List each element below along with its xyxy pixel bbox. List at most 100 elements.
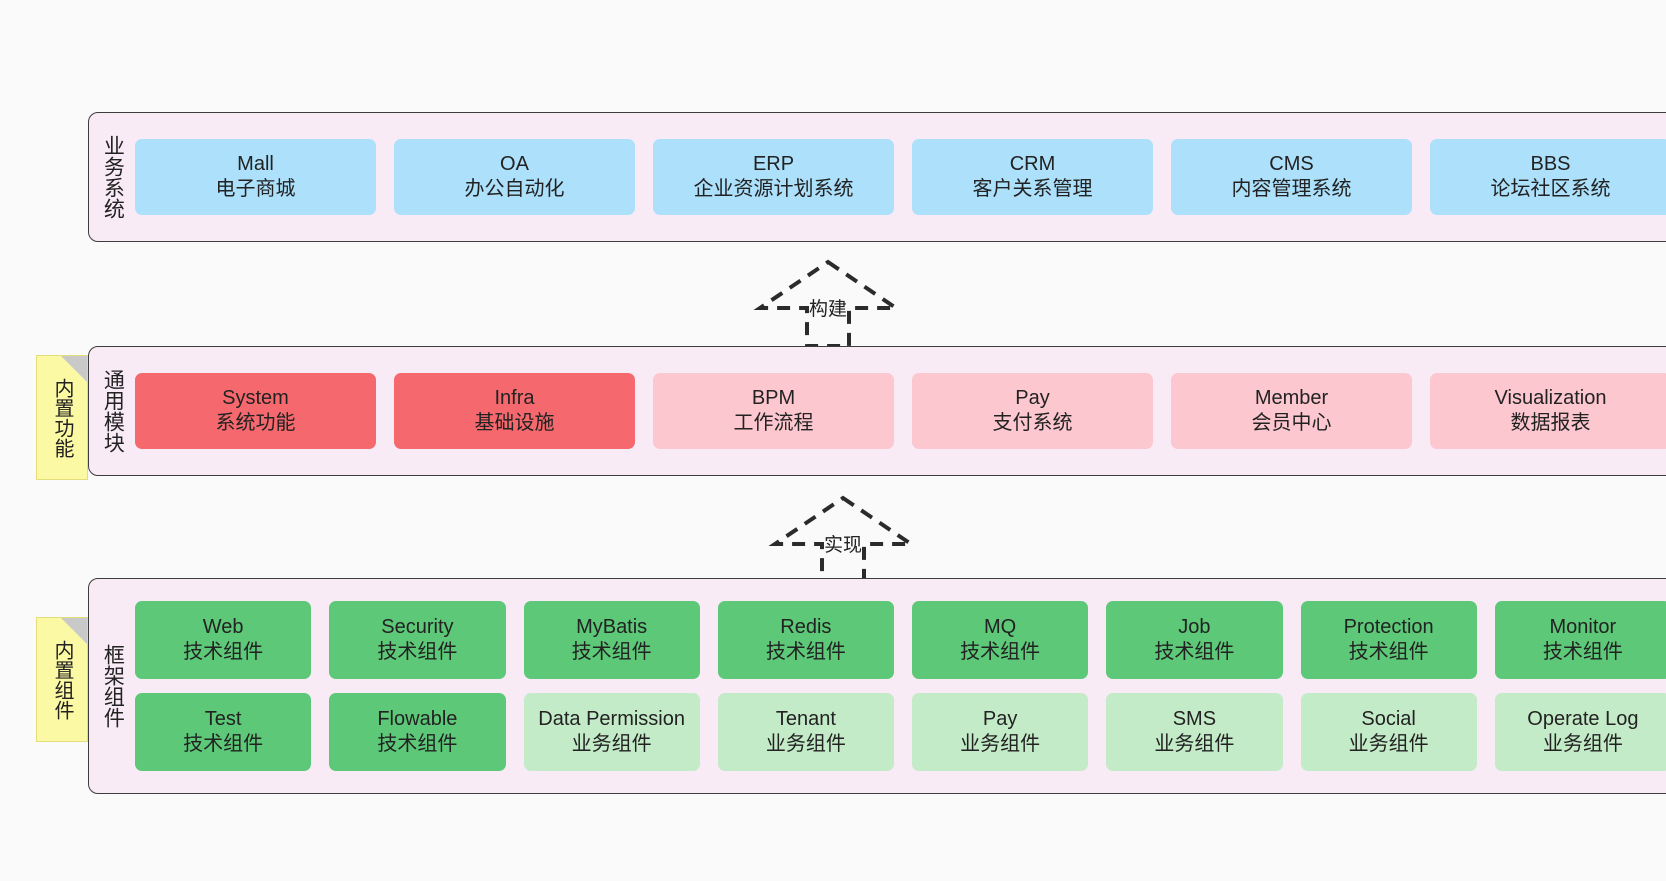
card-subtitle: 业务组件 — [960, 733, 1041, 755]
generalization-arrow-icon — [768, 495, 918, 584]
card-row-tech: Web 技术组件 Security 技术组件 MyBatis 技术组件 Redi… — [135, 601, 1666, 679]
card-subtitle: 会员中心 — [1251, 412, 1332, 434]
card-title: OA — [500, 153, 529, 175]
layer-body-common-modules: System 系统功能 Infra 基础设施 BPM 工作流程 Pay 支付系统… — [135, 347, 1666, 475]
card-title: Test — [204, 708, 242, 730]
card-subtitle: 内容管理系统 — [1231, 178, 1352, 200]
note-text: 内置功能 — [51, 377, 73, 458]
card-title: Monitor — [1549, 616, 1617, 638]
layer-label-framework-components: 框架组件 — [101, 644, 125, 728]
card-redis[interactable]: Redis 技术组件 — [717, 601, 894, 679]
card-title: Mall — [237, 153, 274, 175]
layer-label-common-modules: 通用模块 — [101, 369, 125, 453]
card-title: System — [222, 387, 289, 409]
card-subtitle: 技术组件 — [183, 733, 264, 755]
layer-business-systems: 业务系统 Mall 电子商城 OA 办公自动化 ERP 企业资源计划系统 CRM… — [88, 112, 1666, 242]
card-title: Tenant — [775, 708, 836, 730]
card-member[interactable]: Member 会员中心 — [1171, 373, 1412, 449]
card-subtitle: 基础设施 — [474, 412, 555, 434]
card-web[interactable]: Web 技术组件 — [135, 601, 312, 679]
card-subtitle: 技术组件 — [1154, 641, 1235, 663]
card-row: System 系统功能 Infra 基础设施 BPM 工作流程 Pay 支付系统… — [135, 373, 1666, 449]
card-bpm[interactable]: BPM 工作流程 — [653, 373, 894, 449]
card-sms[interactable]: SMS 业务组件 — [1106, 693, 1283, 771]
card-title: MyBatis — [576, 616, 648, 638]
layer-common-modules: 通用模块 System 系统功能 Infra 基础设施 BPM 工作流程 Pay… — [88, 346, 1666, 476]
card-title: Protection — [1343, 616, 1434, 638]
card-oa[interactable]: OA 办公自动化 — [394, 139, 635, 215]
card-title: Redis — [780, 616, 832, 638]
card-title: Operate Log — [1527, 708, 1639, 730]
card-mq[interactable]: MQ 技术组件 — [912, 601, 1089, 679]
connector-build-label: 构建 — [808, 299, 847, 320]
card-title: CMS — [1269, 153, 1314, 175]
card-subtitle: 客户关系管理 — [972, 178, 1093, 200]
layer-body-framework-components: Web 技术组件 Security 技术组件 MyBatis 技术组件 Redi… — [135, 579, 1666, 793]
card-mybatis[interactable]: MyBatis 技术组件 — [523, 601, 700, 679]
card-subtitle: 业务组件 — [765, 733, 846, 755]
card-subtitle: 技术组件 — [377, 733, 458, 755]
card-mall[interactable]: Mall 电子商城 — [135, 139, 376, 215]
card-visualization[interactable]: Visualization 数据报表 — [1430, 373, 1666, 449]
card-flowable[interactable]: Flowable 技术组件 — [329, 693, 506, 771]
card-subtitle: 技术组件 — [960, 641, 1041, 663]
card-social[interactable]: Social 业务组件 — [1300, 693, 1477, 771]
card-bbs[interactable]: BBS 论坛社区系统 — [1430, 139, 1666, 215]
card-protection[interactable]: Protection 技术组件 — [1300, 601, 1477, 679]
card-subtitle: 支付系统 — [992, 412, 1073, 434]
layer-framework-components: 框架组件 Web 技术组件 Security 技术组件 MyBatis 技术组件… — [88, 578, 1666, 794]
card-title: Visualization — [1494, 387, 1607, 409]
card-title: Member — [1254, 387, 1329, 409]
card-pay-component[interactable]: Pay 业务组件 — [912, 693, 1089, 771]
card-system[interactable]: System 系统功能 — [135, 373, 376, 449]
card-subtitle: 技术组件 — [1542, 641, 1623, 663]
card-data-permission[interactable]: Data Permission 业务组件 — [523, 693, 700, 771]
card-title: BBS — [1530, 153, 1571, 175]
card-crm[interactable]: CRM 客户关系管理 — [912, 139, 1153, 215]
card-title: Social — [1361, 708, 1416, 730]
card-title: Data Permission — [538, 708, 685, 730]
card-subtitle: 技术组件 — [183, 641, 264, 663]
card-subtitle: 工作流程 — [733, 412, 814, 434]
layer-label-business-systems: 业务系统 — [101, 135, 125, 219]
card-title: Pay — [1015, 387, 1050, 409]
card-subtitle: 电子商城 — [215, 178, 296, 200]
card-subtitle: 数据报表 — [1510, 412, 1591, 434]
card-subtitle: 技术组件 — [377, 641, 458, 663]
connector-implement: 实现 — [763, 490, 923, 586]
layer-body-business-systems: Mall 电子商城 OA 办公自动化 ERP 企业资源计划系统 CRM 客户关系… — [135, 113, 1666, 241]
card-cms[interactable]: CMS 内容管理系统 — [1171, 139, 1412, 215]
card-subtitle: 系统功能 — [215, 412, 296, 434]
card-subtitle: 业务组件 — [1348, 733, 1429, 755]
card-title: Job — [1178, 616, 1211, 638]
card-infra[interactable]: Infra 基础设施 — [394, 373, 635, 449]
card-monitor[interactable]: Monitor 技术组件 — [1494, 601, 1666, 679]
card-job[interactable]: Job 技术组件 — [1106, 601, 1283, 679]
card-operate-log[interactable]: Operate Log 业务组件 — [1494, 693, 1666, 771]
card-security[interactable]: Security 技术组件 — [329, 601, 506, 679]
card-title: MQ — [984, 616, 1017, 638]
card-test[interactable]: Test 技术组件 — [135, 693, 312, 771]
card-tenant[interactable]: Tenant 业务组件 — [717, 693, 894, 771]
card-subtitle: 业务组件 — [1154, 733, 1235, 755]
card-title: ERP — [752, 153, 795, 175]
card-title: Pay — [982, 708, 1018, 730]
card-title: SMS — [1172, 708, 1217, 730]
note-builtin-components: 内置组件 — [36, 617, 88, 742]
note-text: 内置组件 — [51, 639, 73, 720]
card-subtitle: 业务组件 — [571, 733, 652, 755]
card-title: Security — [381, 616, 454, 638]
card-subtitle: 论坛社区系统 — [1490, 178, 1611, 200]
card-subtitle: 技术组件 — [571, 641, 652, 663]
card-row-biz: Test 技术组件 Flowable 技术组件 Data Permission … — [135, 693, 1666, 771]
card-row: Mall 电子商城 OA 办公自动化 ERP 企业资源计划系统 CRM 客户关系… — [135, 139, 1666, 215]
card-title: Web — [202, 616, 244, 638]
card-erp[interactable]: ERP 企业资源计划系统 — [653, 139, 894, 215]
card-subtitle: 技术组件 — [1348, 641, 1429, 663]
card-pay-module[interactable]: Pay 支付系统 — [912, 373, 1153, 449]
card-subtitle: 业务组件 — [1542, 733, 1623, 755]
card-subtitle: 技术组件 — [765, 641, 846, 663]
card-title: Flowable — [377, 708, 458, 730]
generalization-arrow-icon — [753, 259, 903, 348]
